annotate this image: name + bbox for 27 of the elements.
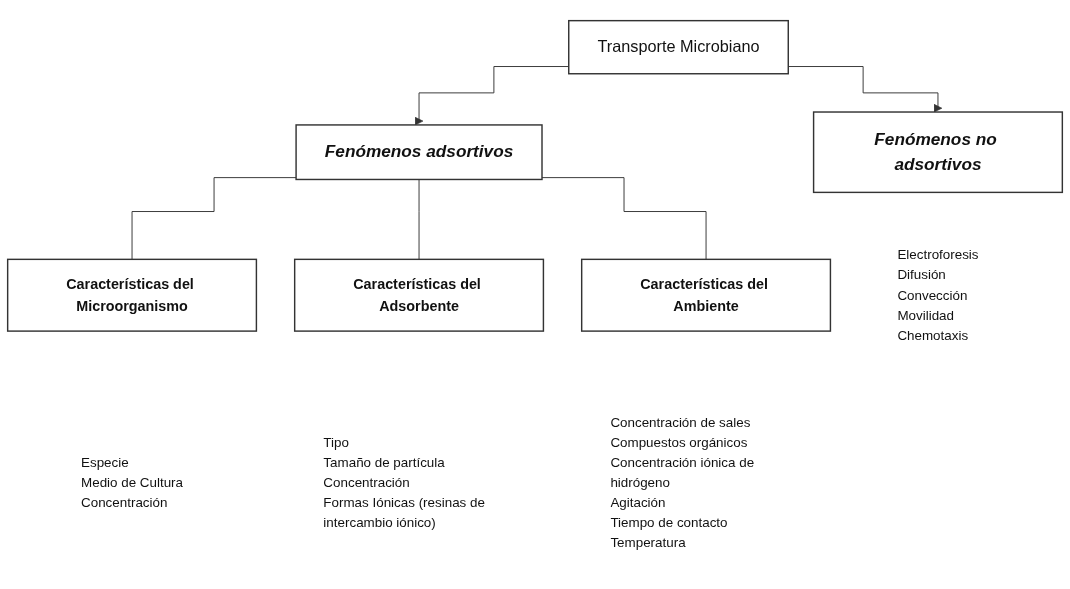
node-label: Compuestos orgánicos [610,434,748,451]
connector [418,179,420,261]
node-box: Características del Adsorbente [293,259,545,333]
node-label: Electroforesis [897,247,979,263]
node-box: Transporte Microbiano [568,20,789,75]
node-label: Tipo [323,434,349,451]
node-label: Concentración [323,475,410,491]
node-box: Características del Ambiente [580,259,832,333]
node-label: Agitación [610,495,666,511]
node-label: Difusión [897,267,946,283]
node-box: Características del Microorganismo [6,259,258,333]
node-label: Formas Iónicas (resinas de intercambio iónico) [323,495,485,531]
node-box: Fenómenos adsortivos [295,124,543,181]
node-label: Tiempo de contacto [610,515,728,531]
node-label: Movilidad [897,307,954,323]
node-label: Tamaño de partícula [323,454,445,471]
node-label: Medio de Cultura [81,475,184,491]
connector [541,177,707,261]
connector [131,177,297,261]
node-label: Convección [897,287,968,303]
node-label: Temperatura [610,535,686,551]
node-box: Fenómenos no adsortivos [812,111,1064,194]
node-label: Chemotaxis [897,327,969,344]
node-label: Concentración de sales [610,414,751,431]
node-label: Especie [81,454,129,471]
node-label: Concentración iónica de hidrógeno [610,454,755,491]
node-label: Concentración [81,495,168,511]
